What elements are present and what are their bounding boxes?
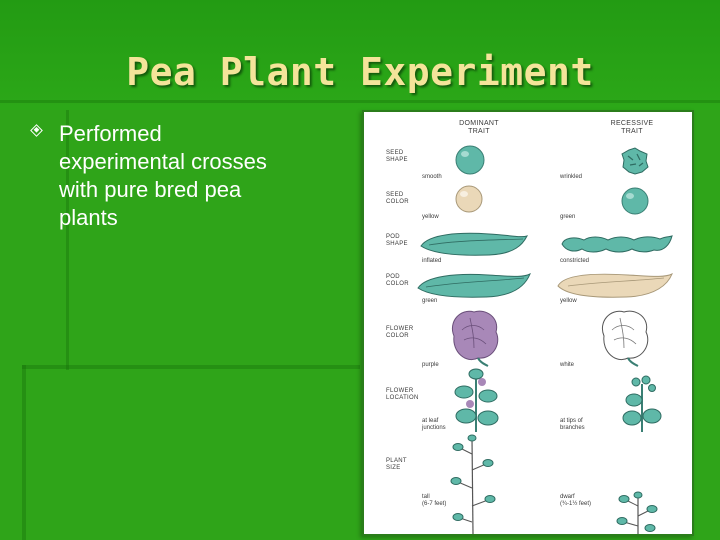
variant-constricted: constricted	[560, 258, 590, 264]
tall-plant-image	[450, 434, 496, 535]
variant-dwarf: dwarf (¾-1½ feet)	[560, 494, 592, 507]
axial-flower-plant-image	[454, 368, 499, 432]
bullet-item: Performed experimental crosses with pure…	[59, 121, 267, 230]
row-label-pod-shape: POD SHAPE	[386, 234, 408, 247]
row-label-plant-size: PLANT SIZE	[386, 458, 407, 471]
constricted-pod-image	[561, 235, 673, 253]
yellow-seed-image	[455, 185, 483, 213]
row-label-flower-color: FLOWER COLOR	[386, 326, 414, 339]
green-pod-image	[417, 272, 531, 298]
variant-smooth: smooth	[422, 174, 442, 180]
row-label-pod-color: POD COLOR	[386, 274, 409, 287]
variant-leaf-junctions: at leaf junctions	[422, 418, 446, 431]
row-label-seed-shape: SEED SHAPE	[386, 150, 408, 163]
variant-green: green	[560, 214, 576, 220]
variant-wrinkled: wrinkled	[560, 174, 583, 180]
background-stripe	[0, 100, 720, 103]
background-stripe	[22, 365, 360, 369]
wrinkled-seed-image	[621, 147, 649, 175]
terminal-flower-plant-image	[622, 375, 662, 432]
row-label-flower-location: FLOWER LOCATION	[386, 388, 419, 401]
variant-yellow: yellow	[422, 214, 439, 220]
recessive-header: RECESSIVE TRAIT	[610, 120, 654, 135]
variant-yellow-pod: yellow	[560, 298, 577, 304]
bullet-list: Performed experimental crosses with pure…	[30, 120, 332, 232]
variant-white: white	[560, 362, 575, 368]
dwarf-plant-image	[616, 491, 658, 534]
dominant-header: DOMINANT TRAIT	[459, 120, 499, 135]
yellow-pod-image	[557, 272, 673, 298]
bullet-icon	[30, 124, 43, 137]
variant-purple: purple	[422, 362, 439, 368]
variant-branch-tips: at tips of branches	[560, 418, 585, 431]
white-flower-image	[602, 310, 649, 367]
background-stripe	[22, 365, 26, 540]
green-seed-image	[621, 187, 649, 215]
background-top-band	[0, 0, 720, 110]
purple-flower-image	[452, 310, 499, 367]
variant-green-pod: green	[422, 298, 438, 304]
row-label-seed-color: SEED COLOR	[386, 192, 409, 205]
background-stripe	[66, 110, 69, 370]
variant-tall: tall (6-7 feet)	[422, 494, 447, 507]
smooth-seed-image	[455, 145, 485, 175]
slide-title: Pea Plant Experiment	[126, 50, 594, 94]
pea-traits-figure: DOMINANT TRAIT RECESSIVE TRAIT SEED SHAP…	[362, 110, 694, 536]
inflated-pod-image	[420, 232, 528, 256]
variant-inflated: inflated	[422, 258, 442, 264]
